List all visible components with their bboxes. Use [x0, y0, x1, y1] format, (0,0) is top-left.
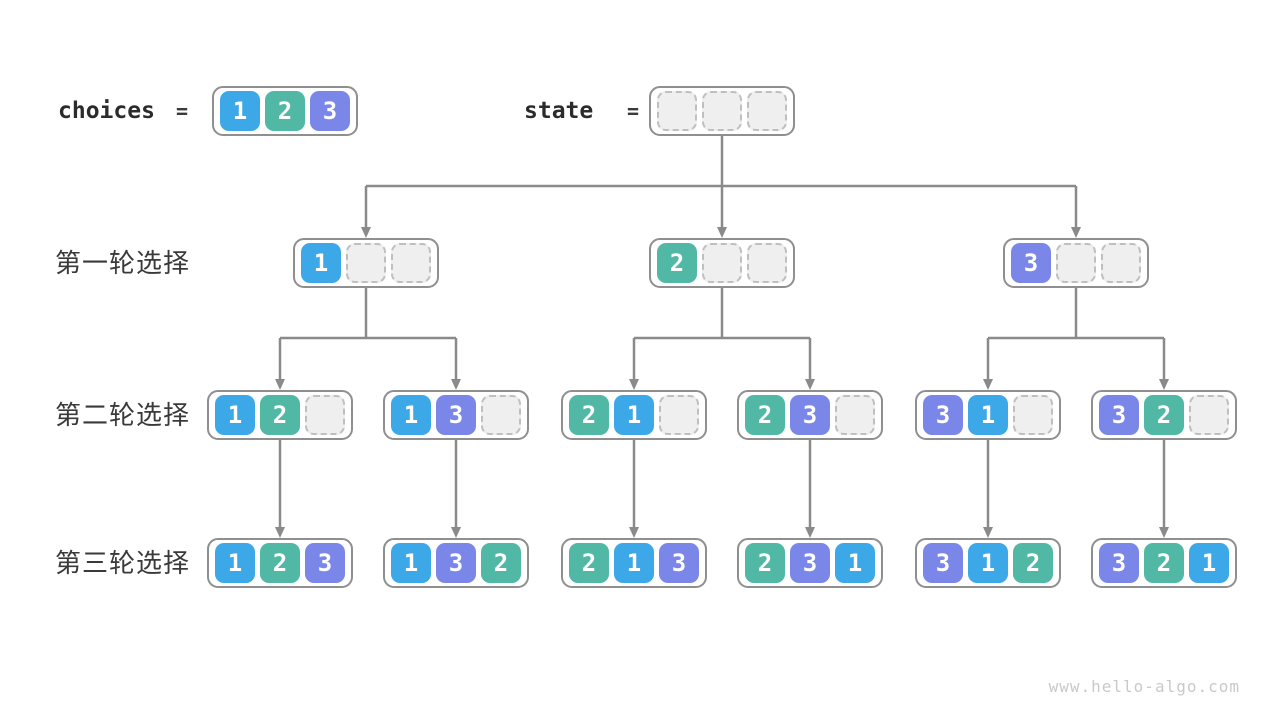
empty-cell [346, 243, 386, 283]
choice-cell-1: 1 [220, 91, 260, 131]
choice-cell-3: 3 [790, 395, 830, 435]
choice-cell-1: 1 [614, 395, 654, 435]
choice-cell-1: 1 [614, 543, 654, 583]
choice-cell-3: 3 [1011, 243, 1051, 283]
state-node-r1-3: 3 [1003, 238, 1149, 288]
choice-cell-2: 2 [260, 395, 300, 435]
round-1-label: 第一轮选择 [55, 248, 191, 278]
watermark: www.hello-algo.com [1048, 677, 1240, 696]
empty-cell [747, 243, 787, 283]
state-label: state [524, 98, 594, 124]
empty-cell [835, 395, 875, 435]
choice-cell-3: 3 [923, 395, 963, 435]
choice-cell-2: 2 [260, 543, 300, 583]
choice-cell-2: 2 [657, 243, 697, 283]
choice-cell-3: 3 [923, 543, 963, 583]
choice-cell-1: 1 [1189, 543, 1229, 583]
choice-cell-2: 2 [481, 543, 521, 583]
choice-cell-3: 3 [436, 395, 476, 435]
state-equals-sign: = [627, 99, 640, 123]
choice-cell-1: 1 [391, 395, 431, 435]
choice-cell-1: 1 [215, 395, 255, 435]
choices-equals-sign: = [176, 99, 189, 123]
choice-cell-3: 3 [790, 543, 830, 583]
state-array-node [649, 86, 795, 136]
choice-cell-2: 2 [569, 395, 609, 435]
empty-cell [1013, 395, 1053, 435]
choice-cell-3: 3 [1099, 543, 1139, 583]
choice-cell-2: 2 [745, 395, 785, 435]
empty-cell [391, 243, 431, 283]
choice-cell-2: 2 [1144, 543, 1184, 583]
empty-cell [1056, 243, 1096, 283]
empty-cell [657, 91, 697, 131]
choice-cell-3: 3 [305, 543, 345, 583]
choice-cell-1: 1 [968, 395, 1008, 435]
empty-cell [305, 395, 345, 435]
choice-cell-1: 1 [391, 543, 431, 583]
state-node-r1-2: 2 [649, 238, 795, 288]
choices-label: choices [58, 98, 155, 124]
empty-cell [1101, 243, 1141, 283]
choice-cell-1: 1 [835, 543, 875, 583]
empty-cell [659, 395, 699, 435]
empty-cell [1189, 395, 1229, 435]
choice-cell-2: 2 [569, 543, 609, 583]
choice-cell-3: 3 [310, 91, 350, 131]
choice-cell-1: 1 [215, 543, 255, 583]
choice-cell-3: 3 [659, 543, 699, 583]
choice-cell-3: 3 [436, 543, 476, 583]
empty-cell [702, 243, 742, 283]
empty-cell [481, 395, 521, 435]
empty-cell [702, 91, 742, 131]
round-3-label: 第三轮选择 [55, 548, 191, 578]
choice-cell-1: 1 [301, 243, 341, 283]
choice-cell-2: 2 [265, 91, 305, 131]
choice-cell-2: 2 [745, 543, 785, 583]
choice-cell-2: 2 [1144, 395, 1184, 435]
empty-cell [747, 91, 787, 131]
state-node-r1-1: 1 [293, 238, 439, 288]
round-2-label: 第二轮选择 [55, 400, 191, 430]
choice-cell-3: 3 [1099, 395, 1139, 435]
choice-cell-2: 2 [1013, 543, 1053, 583]
choice-cell-1: 1 [968, 543, 1008, 583]
